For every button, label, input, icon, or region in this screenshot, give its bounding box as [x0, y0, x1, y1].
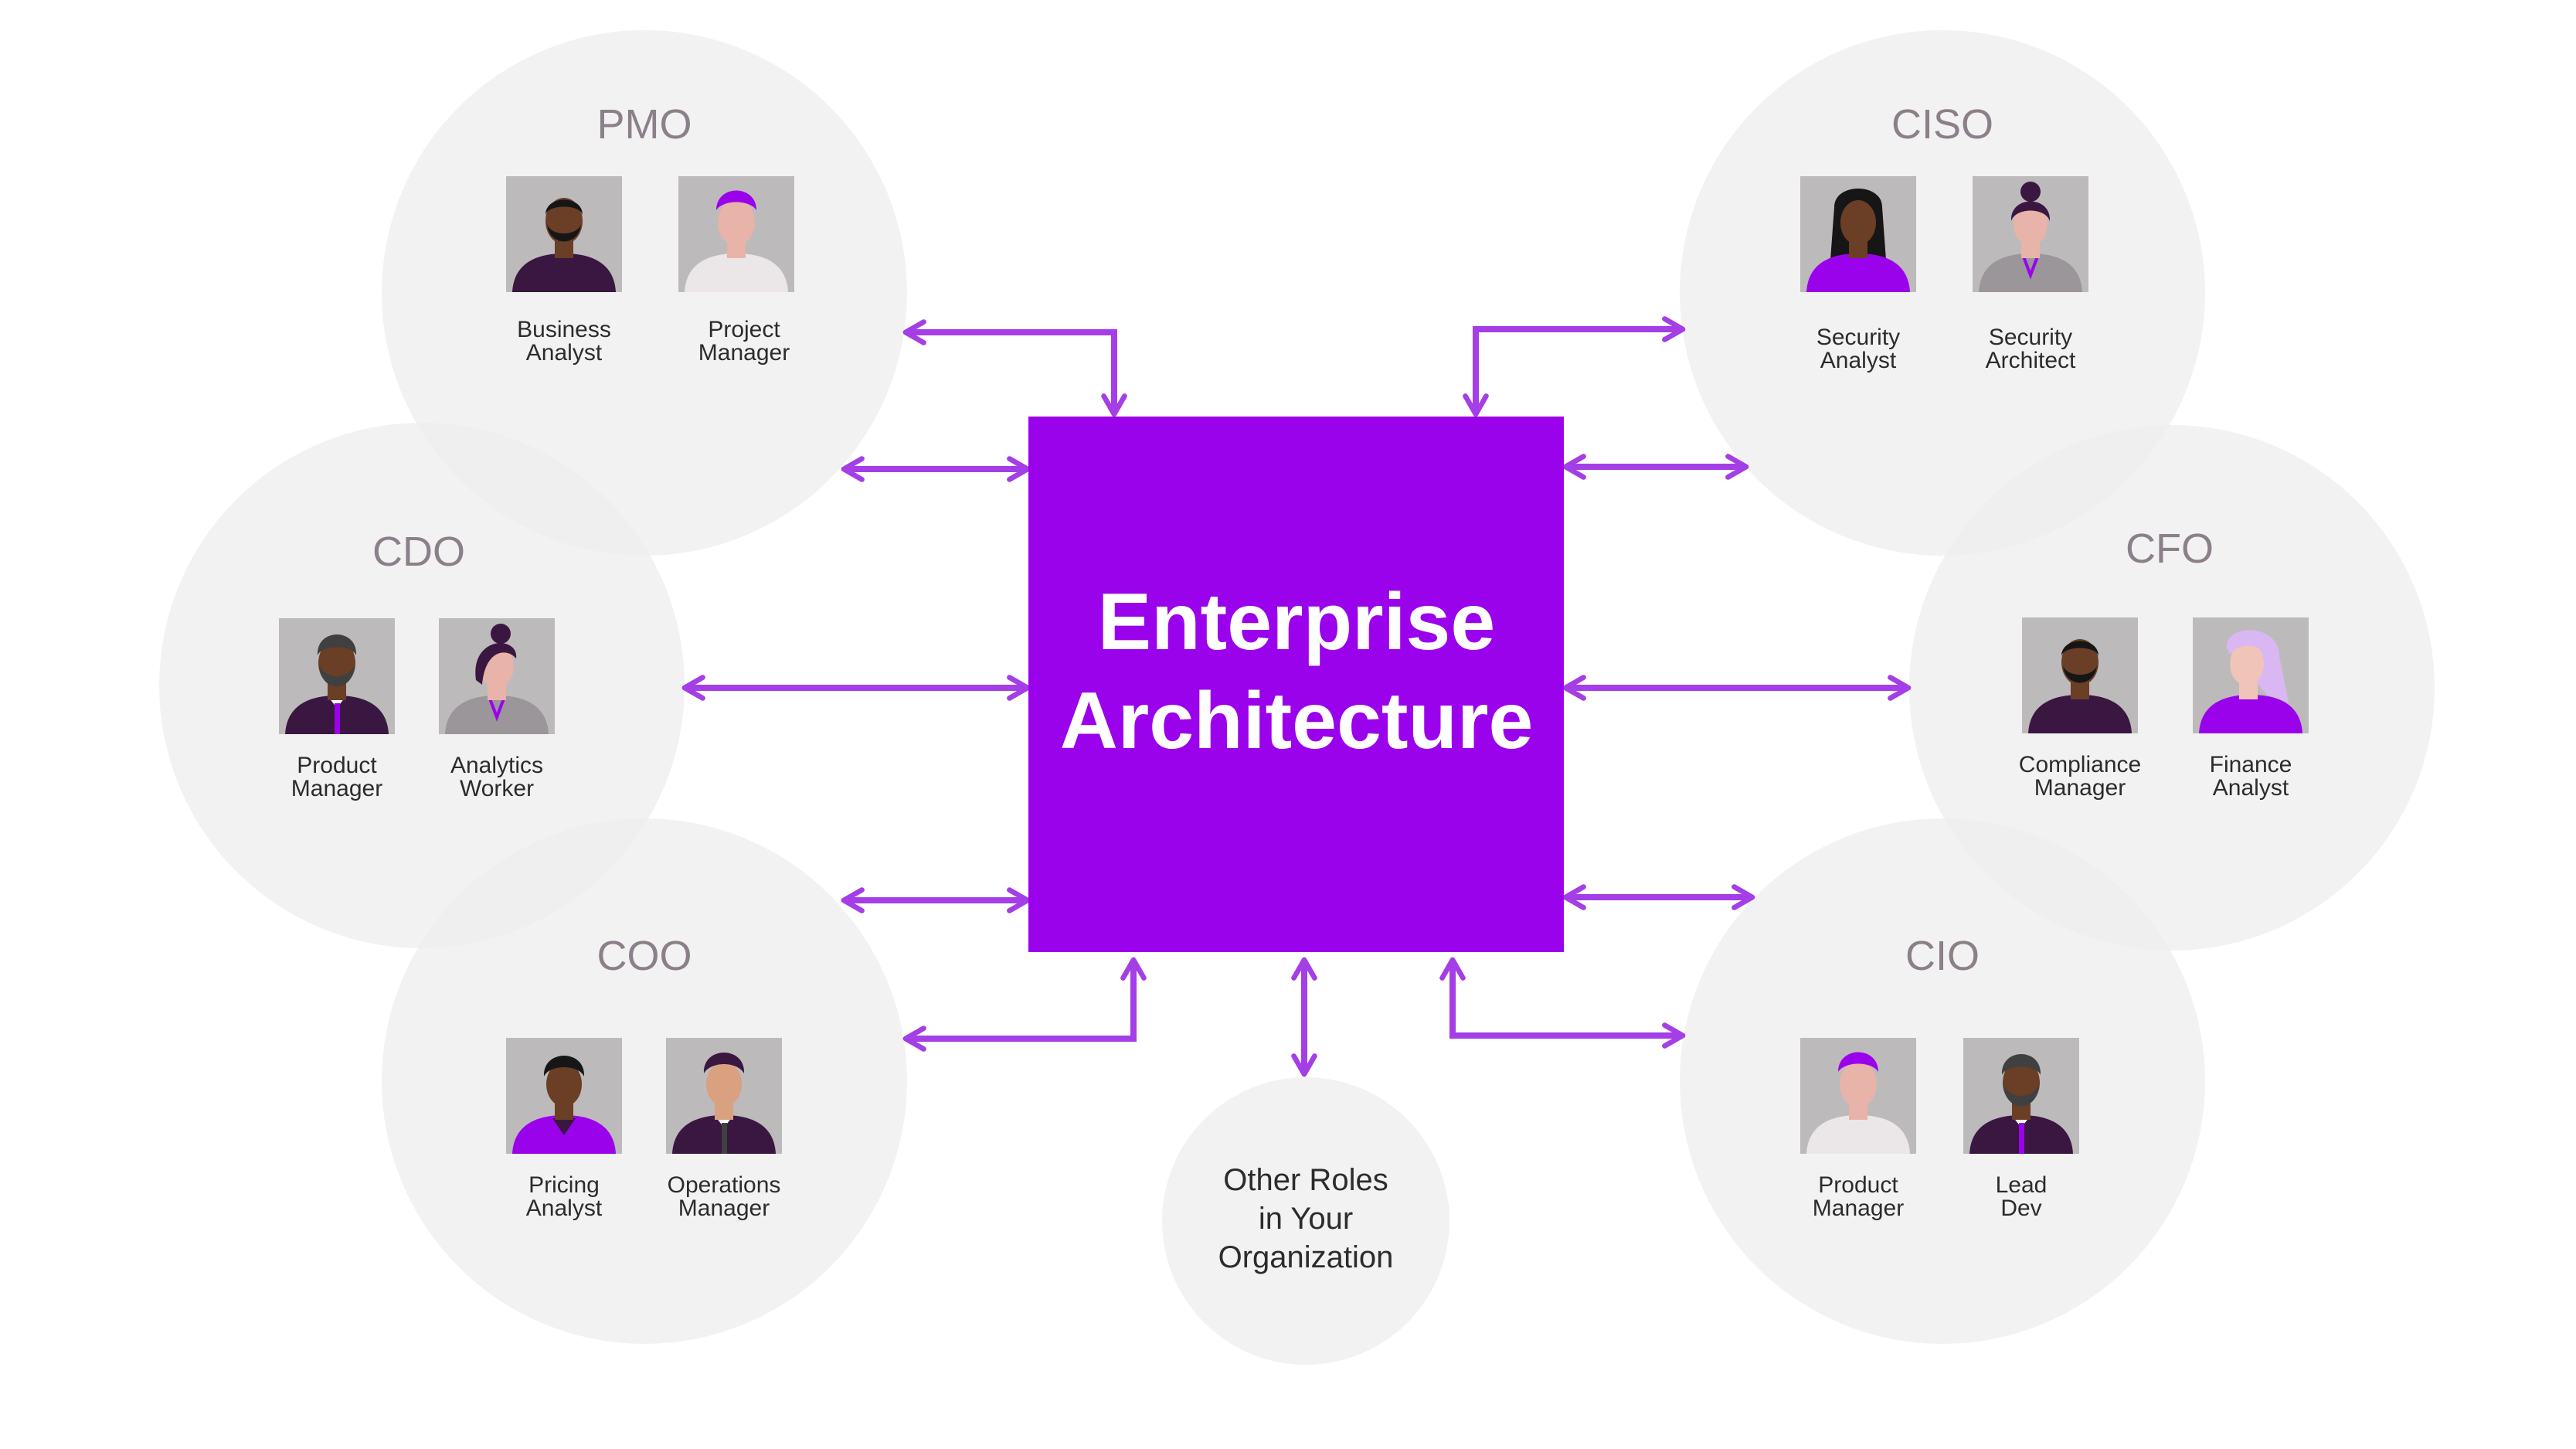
- group-title-coo: COO: [596, 933, 692, 979]
- role-label-cio-product-manager-line-1: Product: [1818, 1172, 1898, 1198]
- avatar-security-analyst: [1800, 176, 1916, 292]
- connector-coo-bottom: [902, 957, 1147, 1052]
- group-circle-cdo: [159, 423, 685, 948]
- role-label-business-analyst-line-1: Business: [517, 317, 611, 342]
- role-label-business-analyst-line-2: Analyst: [526, 340, 603, 366]
- role-label-analytics-worker-line-1: Analytics: [450, 753, 543, 778]
- avatar-security-architect: [1973, 176, 2088, 292]
- group-circle-cfo: [1909, 425, 2435, 951]
- avatar-cdo-product-manager: [279, 618, 395, 734]
- role-label-cdo-product-manager-line-1: Product: [297, 753, 377, 778]
- group-circle-pmo: [382, 30, 907, 556]
- role-label-cio-product-manager-line-2: Manager: [1813, 1196, 1904, 1221]
- avatar-lead-dev: [1963, 1038, 2079, 1154]
- role-label-project-manager-line-2: Manager: [698, 340, 790, 366]
- role-label-pricing-analyst-line-1: Pricing: [528, 1172, 600, 1198]
- other-roles-label-line-3: Organization: [1218, 1240, 1394, 1274]
- group-circle-coo: [382, 818, 907, 1344]
- group-title-cdo: CDO: [372, 529, 465, 575]
- avatar-compliance-manager: [2022, 617, 2138, 733]
- avatar-project-manager: [678, 176, 794, 292]
- role-label-operations-manager-line-2: Manager: [678, 1196, 770, 1221]
- group-circle-cio: [1680, 818, 2205, 1344]
- role-label-compliance-manager-line-2: Manager: [2034, 775, 2126, 801]
- group-title-cio: CIO: [1905, 933, 1980, 979]
- role-label-finance-analyst-line-1: Finance: [2210, 752, 2292, 777]
- role-label-lead-dev-line-2: Dev: [2000, 1196, 2041, 1221]
- avatar-analytics-worker: [439, 618, 555, 734]
- connectors: [681, 316, 1912, 1077]
- group-title-cfo: CFO: [2126, 526, 2214, 572]
- role-label-finance-analyst-line-2: Analyst: [2213, 775, 2289, 801]
- avatar-finance-analyst: [2193, 617, 2309, 733]
- role-label-compliance-manager-line-1: Compliance: [2019, 752, 2141, 777]
- connector-ciso-top: [1463, 316, 1686, 417]
- role-label-pricing-analyst-line-2: Analyst: [526, 1196, 603, 1221]
- group-title-ciso: CISO: [1891, 101, 1993, 148]
- center-title-line-1: Enterprise: [1098, 577, 1495, 667]
- role-label-security-architect-line-2: Architect: [1986, 348, 2076, 373]
- other-roles-circle: [1162, 1077, 1449, 1365]
- role-label-project-manager-line-1: Project: [708, 317, 780, 342]
- avatar-pricing-analyst: [506, 1038, 622, 1154]
- connector-pmo-top: [902, 319, 1127, 417]
- role-label-operations-manager-line-1: Operations: [668, 1172, 781, 1198]
- other-roles-label-line-2: in Your: [1259, 1202, 1353, 1236]
- center-title-line-2: Architecture: [1060, 676, 1534, 766]
- group-circle-ciso: [1680, 30, 2205, 556]
- connector-cio-bottom: [1439, 957, 1686, 1049]
- avatar-operations-manager: [666, 1038, 782, 1154]
- role-label-cdo-product-manager-line-2: Manager: [291, 776, 382, 801]
- group-title-pmo: PMO: [596, 101, 692, 148]
- role-label-security-analyst-line-2: Analyst: [1820, 348, 1897, 373]
- center-box: [1028, 417, 1564, 952]
- role-label-security-architect-line-1: Security: [1989, 325, 2072, 350]
- role-label-analytics-worker-line-2: Worker: [460, 776, 534, 801]
- role-label-security-analyst-line-1: Security: [1816, 325, 1900, 350]
- avatar-cio-product-manager: [1800, 1038, 1916, 1154]
- avatar-business-analyst: [506, 176, 622, 292]
- other-roles-label-line-1: Other Roles: [1223, 1163, 1388, 1197]
- role-label-lead-dev-line-1: Lead: [1996, 1172, 2048, 1198]
